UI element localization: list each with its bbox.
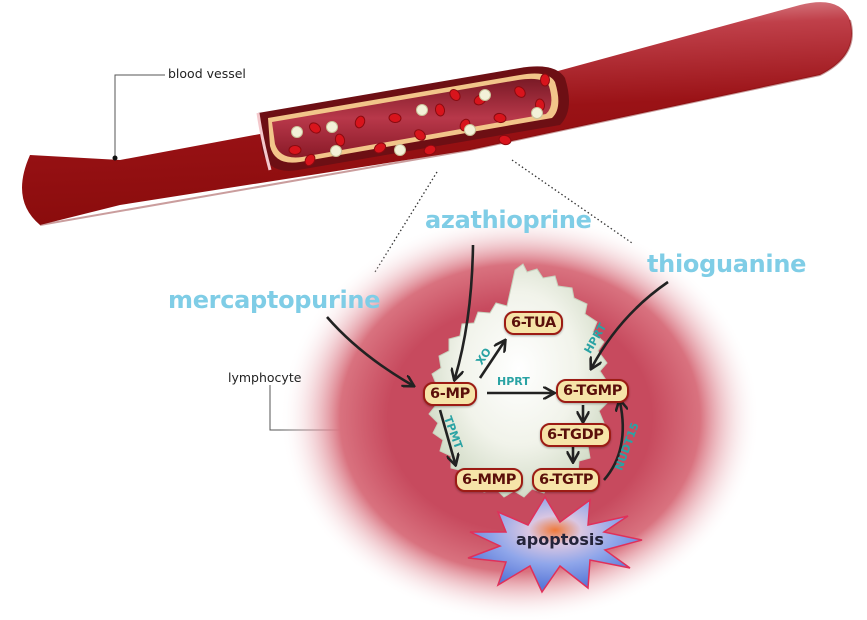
white-blood-cell: [330, 145, 342, 157]
white-blood-cell: [394, 144, 406, 156]
white-blood-cell: [531, 107, 543, 119]
red-blood-cell: [423, 144, 437, 156]
azathioprine-arrow: [455, 244, 475, 378]
white-blood-cell: [416, 104, 428, 116]
node-6-tgmp: 6-TGMP: [556, 379, 630, 403]
blood-vessel-callout-line: [114, 74, 165, 158]
enzyme-hprt-mp: HPRT: [497, 375, 530, 388]
white-blood-cell: [479, 89, 491, 101]
red-blood-cell: [354, 115, 366, 129]
node-6-tua: 6-TUA: [504, 311, 563, 335]
apoptosis-burst: [467, 495, 643, 594]
blood-cells: [288, 73, 551, 167]
red-blood-cell: [498, 134, 512, 146]
apoptosis-label: apoptosis: [516, 530, 604, 549]
mercaptopurine-arrow: [326, 316, 412, 385]
xo-arrow: [478, 342, 504, 379]
tpmt-arrow: [438, 409, 455, 463]
red-blood-cell: [308, 122, 322, 134]
mercaptopurine-label: mercaptopurine: [168, 286, 381, 314]
node-6-mp: 6-MP: [423, 382, 477, 406]
node-6-tgtp: 6-TGTP: [532, 468, 601, 492]
white-blood-cell: [291, 126, 303, 138]
blood-vessel-label: blood vessel: [168, 66, 246, 81]
red-blood-cell: [334, 133, 346, 147]
red-blood-cell: [388, 112, 402, 124]
red-blood-cell: [373, 142, 387, 154]
thioguanine-arrow: [592, 280, 669, 367]
node-6-mmp: 6-MMP: [455, 468, 524, 492]
red-blood-cell: [434, 103, 446, 117]
white-blood-cell: [464, 124, 476, 136]
red-blood-cell: [493, 112, 507, 124]
white-blood-cell: [326, 121, 338, 133]
red-blood-cell: [539, 73, 551, 87]
lymphocyte-label: lymphocyte: [228, 370, 302, 385]
node-6-tgdp: 6-TGDP: [540, 423, 611, 447]
nudt15-arrow: [603, 402, 623, 481]
red-blood-cell: [288, 145, 302, 155]
red-blood-cell: [514, 86, 526, 98]
thioguanine-label: thioguanine: [647, 250, 807, 278]
zoom-line-right: [511, 159, 633, 244]
azathioprine-label: azathioprine: [425, 206, 592, 234]
red-blood-cell: [304, 153, 316, 167]
red-blood-cell: [449, 89, 461, 101]
red-blood-cell: [414, 129, 426, 141]
